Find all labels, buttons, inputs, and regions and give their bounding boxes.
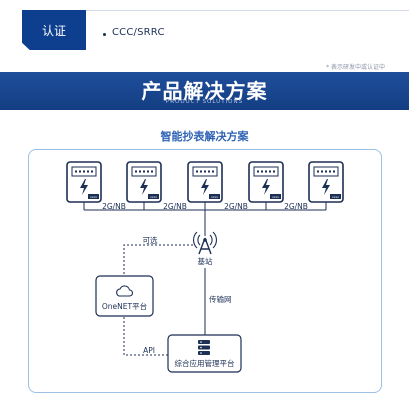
api-link — [123, 317, 168, 356]
transport-label: 传输网 — [209, 294, 232, 304]
base-station-icon — [193, 231, 217, 255]
platform-label: 综合应用管理平台 — [175, 358, 235, 368]
optional-label: 可选 — [143, 235, 158, 245]
smart-meter-1: xxxx — [66, 161, 102, 203]
certification-badge-label: 认证 — [41, 23, 66, 38]
api-label: API — [143, 346, 155, 355]
smart-meter-5: xxxx — [308, 161, 344, 203]
section-banner — [0, 72, 409, 110]
link-label-4: 2G/NB — [284, 202, 308, 211]
meter-label: xxxx — [90, 195, 97, 199]
section-subtitle: PRODUCT SOLUTIONS — [165, 99, 244, 105]
certification-item: CCC/SRRC — [112, 27, 165, 38]
smart-meter-2: xxxx — [126, 161, 162, 203]
footnote: * 表示研发中或认证中 — [326, 64, 385, 71]
smart-meter-3: xxxx — [187, 161, 223, 203]
onenet-platform: OneNET平台 — [95, 275, 154, 317]
link-label-1: 2G/NB — [102, 202, 126, 211]
link-label-3: 2G/NB — [224, 202, 248, 211]
meter-label: xxxx — [272, 195, 279, 199]
diagram-title: 智能抄表解决方案 — [160, 130, 249, 143]
section-title: 产品解决方案 — [141, 79, 268, 103]
onenet-label: OneNET平台 — [102, 301, 147, 311]
meter-label: xxxx — [150, 195, 157, 199]
bullet-icon — [103, 33, 106, 36]
cloud-icon — [116, 285, 133, 297]
meter-label: xxxx — [211, 195, 218, 199]
server-icon — [198, 340, 210, 355]
link-label-2: 2G/NB — [163, 202, 187, 211]
optional-link — [123, 244, 193, 275]
base-station-label: 基站 — [198, 256, 213, 266]
certification-badge: 认证 — [22, 10, 86, 50]
management-platform: 综合应用管理平台 — [167, 334, 242, 373]
divider — [86, 10, 409, 11]
meter-label: xxxx — [332, 195, 339, 199]
smart-meter-4: xxxx — [248, 161, 284, 203]
meter-bus — [83, 201, 327, 236]
